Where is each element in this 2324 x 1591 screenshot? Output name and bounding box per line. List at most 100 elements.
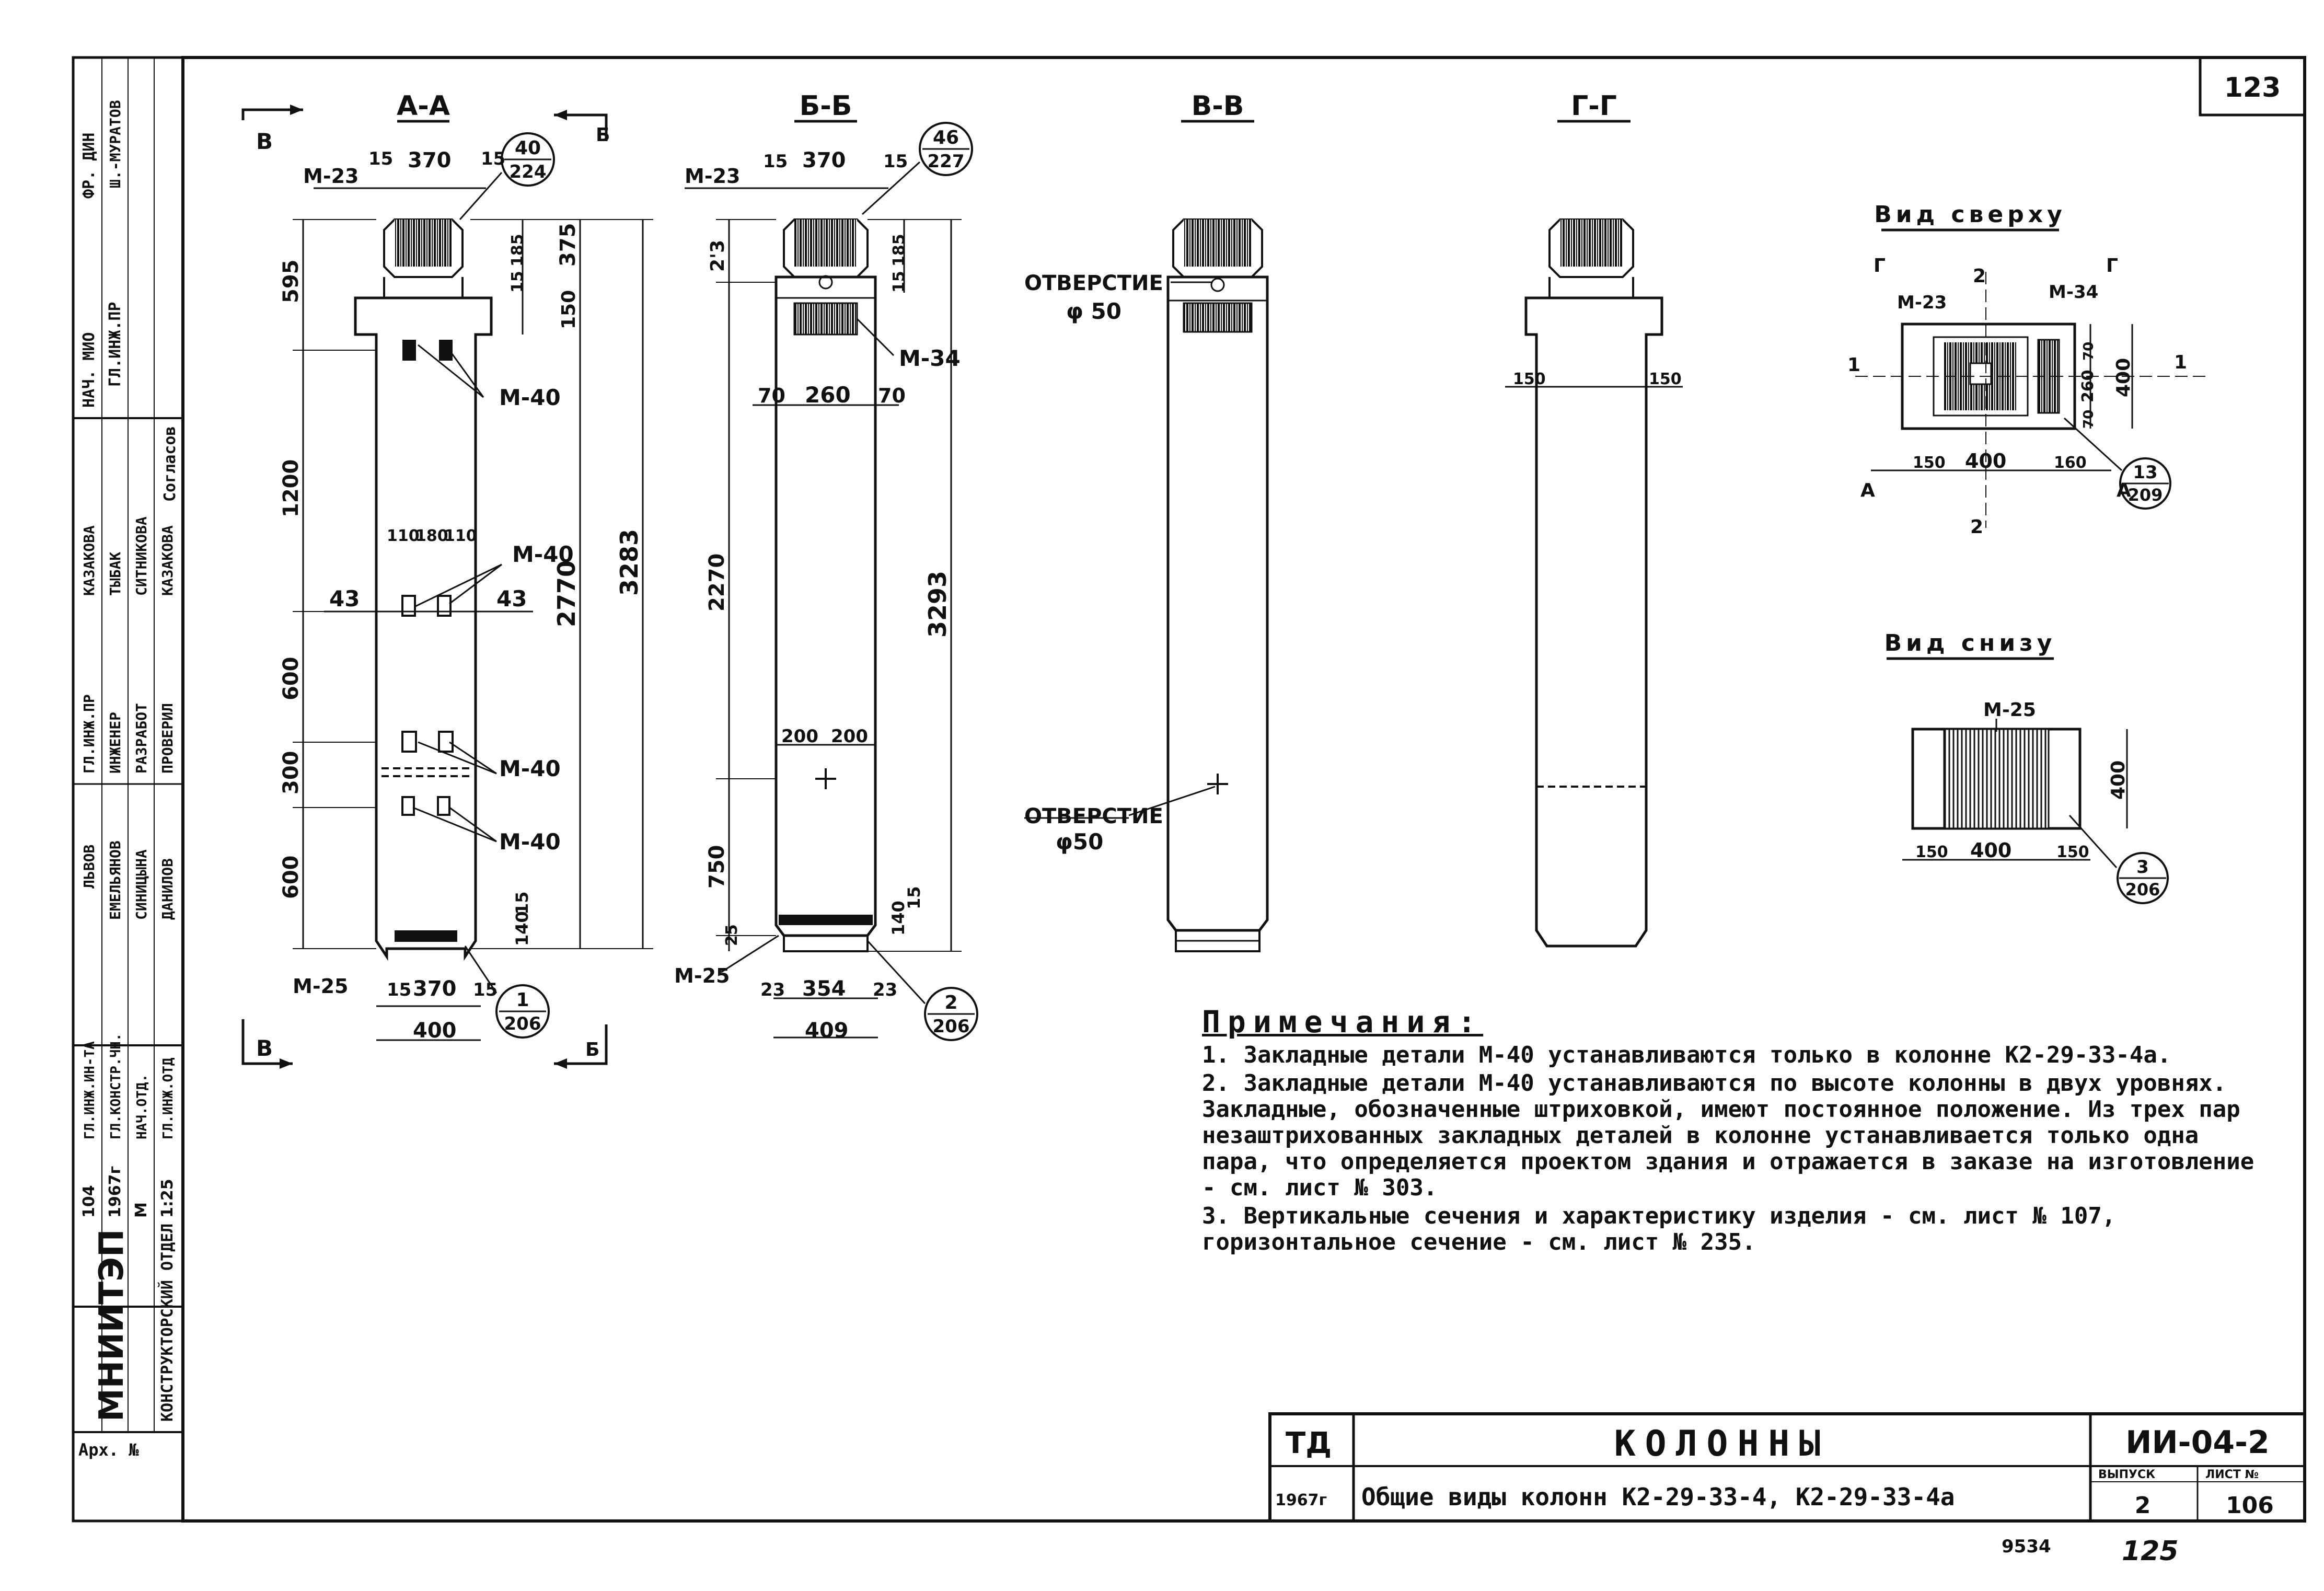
bottom-view-title: Вид снизу: [1884, 630, 2056, 656]
bb-callout-top-n: 46: [933, 127, 959, 148]
title-issue: 2: [2135, 1492, 2151, 1519]
top-view-mark-2: Г: [2106, 255, 2118, 276]
bb-label-m23: М-23: [685, 165, 740, 188]
stamp-name-8: ДАНИЛОВ: [159, 858, 176, 920]
stamp-role-1: ГЛ.ИНЖ.ПР: [106, 302, 124, 387]
aa-dim-bot-1: 370: [413, 977, 457, 1001]
aa-rdim-3: 150: [558, 290, 580, 329]
page-number: 123: [2224, 72, 2281, 103]
bottom-view-callout-d: 206: [2125, 880, 2160, 900]
top-view-dim-v-3: 400: [2113, 358, 2134, 397]
aa-label-m40-3: М-40: [499, 756, 561, 781]
bottom-view-m25: М-25: [1983, 699, 2036, 721]
bb-dim-bot-1: 354: [802, 977, 846, 1001]
top-view-mark-9: 2: [1970, 516, 1983, 538]
bb-rdim-3: 15: [904, 886, 924, 909]
aa-rdim-5: 140: [512, 911, 532, 946]
note-item-2: 2. Закладные детали М-40 устанавливаются…: [1202, 1070, 2268, 1201]
bottom-view-callout-n: 3: [2136, 857, 2149, 878]
section-gg-title: Г-Г: [1571, 90, 1617, 122]
left-stamp: ФР. ДИН ГЛ.ИНЖ.ПР НАЧ. МИО Согласов ГЛ.И…: [73, 57, 183, 1460]
section-vv-title: В-В: [1192, 90, 1244, 122]
aa-spacing-2: 110: [444, 527, 477, 545]
aa-overall-0: 2770: [552, 560, 581, 627]
aa-rdim-2: 15: [508, 271, 527, 293]
stamp-name-7: СИНИЦЫНА: [133, 849, 150, 920]
vv-hole-dia-1: φ 50: [1066, 298, 1121, 324]
aa-overall-1: 3283: [615, 529, 643, 596]
top-view: Вид сверху М-23 М-34 Г 2 Г 1 1 А А А А 2…: [1847, 201, 2205, 538]
bb-callout-bot-n: 2: [944, 992, 957, 1013]
bb-dim-top-2: 15: [883, 151, 908, 172]
stamp-role-6: РАЗРАБОТ: [133, 703, 150, 774]
bb-rdim-1: 15: [890, 271, 908, 293]
note-item-3: 3. Вертикальные сечения и характеристику…: [1202, 1203, 2130, 1255]
title-year: 1967г: [1275, 1491, 1327, 1509]
section-bb: Б-Б М-23 М-34 М-25 15 370 15 70 260 70 2…: [674, 90, 978, 1043]
top-view-title: Вид сверху: [1874, 201, 2066, 228]
bb-dim-mid-0: 70: [758, 384, 785, 407]
title-sheet: 106: [2226, 1492, 2274, 1519]
aa-rdim-4: 15: [512, 891, 532, 915]
bb-dim-hole-1: 200: [831, 726, 868, 747]
aa-height-1: 1200: [279, 459, 303, 517]
title-bottom-num-1: 125: [2122, 1536, 2179, 1567]
section-arrow-v-top: В: [256, 129, 273, 154]
aa-callout-top-d: 224: [510, 162, 547, 182]
top-view-callout-n: 13: [2133, 462, 2157, 483]
stamp-role-11: ГЛ.ИНЖ.ОТД: [160, 1057, 176, 1139]
vv-hole-dia-2: φ50: [1056, 829, 1103, 855]
notes-block: Примечания: 1. Закладные детали М-40 уст…: [1202, 1004, 2268, 1258]
stamp-name-3: СИТНИКОВА: [133, 516, 150, 596]
aa-callout-bot-d: 206: [504, 1013, 541, 1034]
stamp-role-8: ГЛ.ИНЖ.ИН-ТА: [82, 1041, 98, 1139]
top-view-m34: М-34: [2049, 282, 2098, 303]
aa-height-0: 595: [279, 260, 303, 304]
bb-callout-bot-d: 206: [933, 1016, 970, 1037]
aa-spacing-1: 180: [415, 527, 448, 545]
title-main: КОЛОННЫ: [1614, 1423, 1830, 1465]
aa-rdim-1: 375: [556, 223, 580, 267]
bb-label-m25: М-25: [674, 964, 730, 987]
aa-callout-top-n: 40: [515, 137, 541, 159]
aa-rdim-0: 185: [508, 234, 527, 267]
title-sheet-label: ЛИСТ №: [2205, 1468, 2259, 1481]
aa-mark-left: 43: [329, 586, 360, 612]
stamp-info-1: 1967г: [106, 1166, 124, 1218]
bb-dim-bot-0: 23: [760, 979, 785, 1000]
aa-dim-top-1: 370: [408, 148, 452, 172]
bb-rdim-0: 185: [890, 234, 908, 267]
title-code: ИИ-04-2: [2125, 1424, 2269, 1461]
top-view-mark-3: 1: [1847, 354, 1860, 376]
stamp-role-3: Согласов: [161, 426, 179, 502]
stamp-info-3: 1:25: [158, 1179, 177, 1218]
section-arrow-b-bottom: Б: [585, 1039, 599, 1060]
stamp-role-5: ИНЖЕНЕР: [107, 712, 124, 774]
aa-label-m40-2: М-40: [512, 541, 574, 567]
aa-dim-top-0: 15: [368, 148, 393, 169]
notes-header: Примечания:: [1202, 1004, 1484, 1040]
bb-width: 409: [805, 1019, 849, 1043]
bb-dim-top-0: 15: [763, 151, 788, 172]
stamp-role-10: НАЧ.ОТД.: [134, 1074, 150, 1139]
stamp-dept: КОНСТРУКТОРСКИЙ ОТДЕЛ: [158, 1224, 177, 1422]
top-view-dim-v-1: 260: [2079, 370, 2097, 402]
bottom-view-dim-h-1: 400: [1970, 839, 2011, 862]
stamp-role-7: ПРОВЕРИЛ: [159, 703, 176, 774]
bb-dim-hole-0: 200: [781, 726, 818, 747]
vv-hole-label-2: ОТВЕРСТИЕ: [1024, 804, 1163, 828]
bottom-view-dim-h-0: 150: [1915, 843, 1948, 861]
section-arrow-b-top: Б: [596, 124, 610, 146]
stamp-org: МНИИТЭП: [93, 1229, 131, 1422]
aa-label-m25: М-25: [293, 975, 348, 998]
aa-height-2: 600: [279, 657, 303, 701]
top-view-mark-4: 1: [2174, 352, 2187, 373]
bb-label-m34: М-34: [899, 345, 961, 371]
top-view-dim-v-0: 70: [2081, 342, 2097, 361]
top-view-callout-d: 209: [2128, 485, 2163, 505]
aa-mark-right: 43: [496, 586, 527, 612]
top-view-dim-h-1: 400: [1965, 449, 2006, 472]
section-vv: В-В ОТВЕРСТИЕ φ 50 ОТВЕРСТИЕ φ50: [1024, 90, 1269, 952]
note-item-1: 1. Закладные детали М-40 устанавливаются…: [1202, 1042, 2171, 1068]
stamp-name-4: КАЗАКОВА: [159, 525, 176, 596]
